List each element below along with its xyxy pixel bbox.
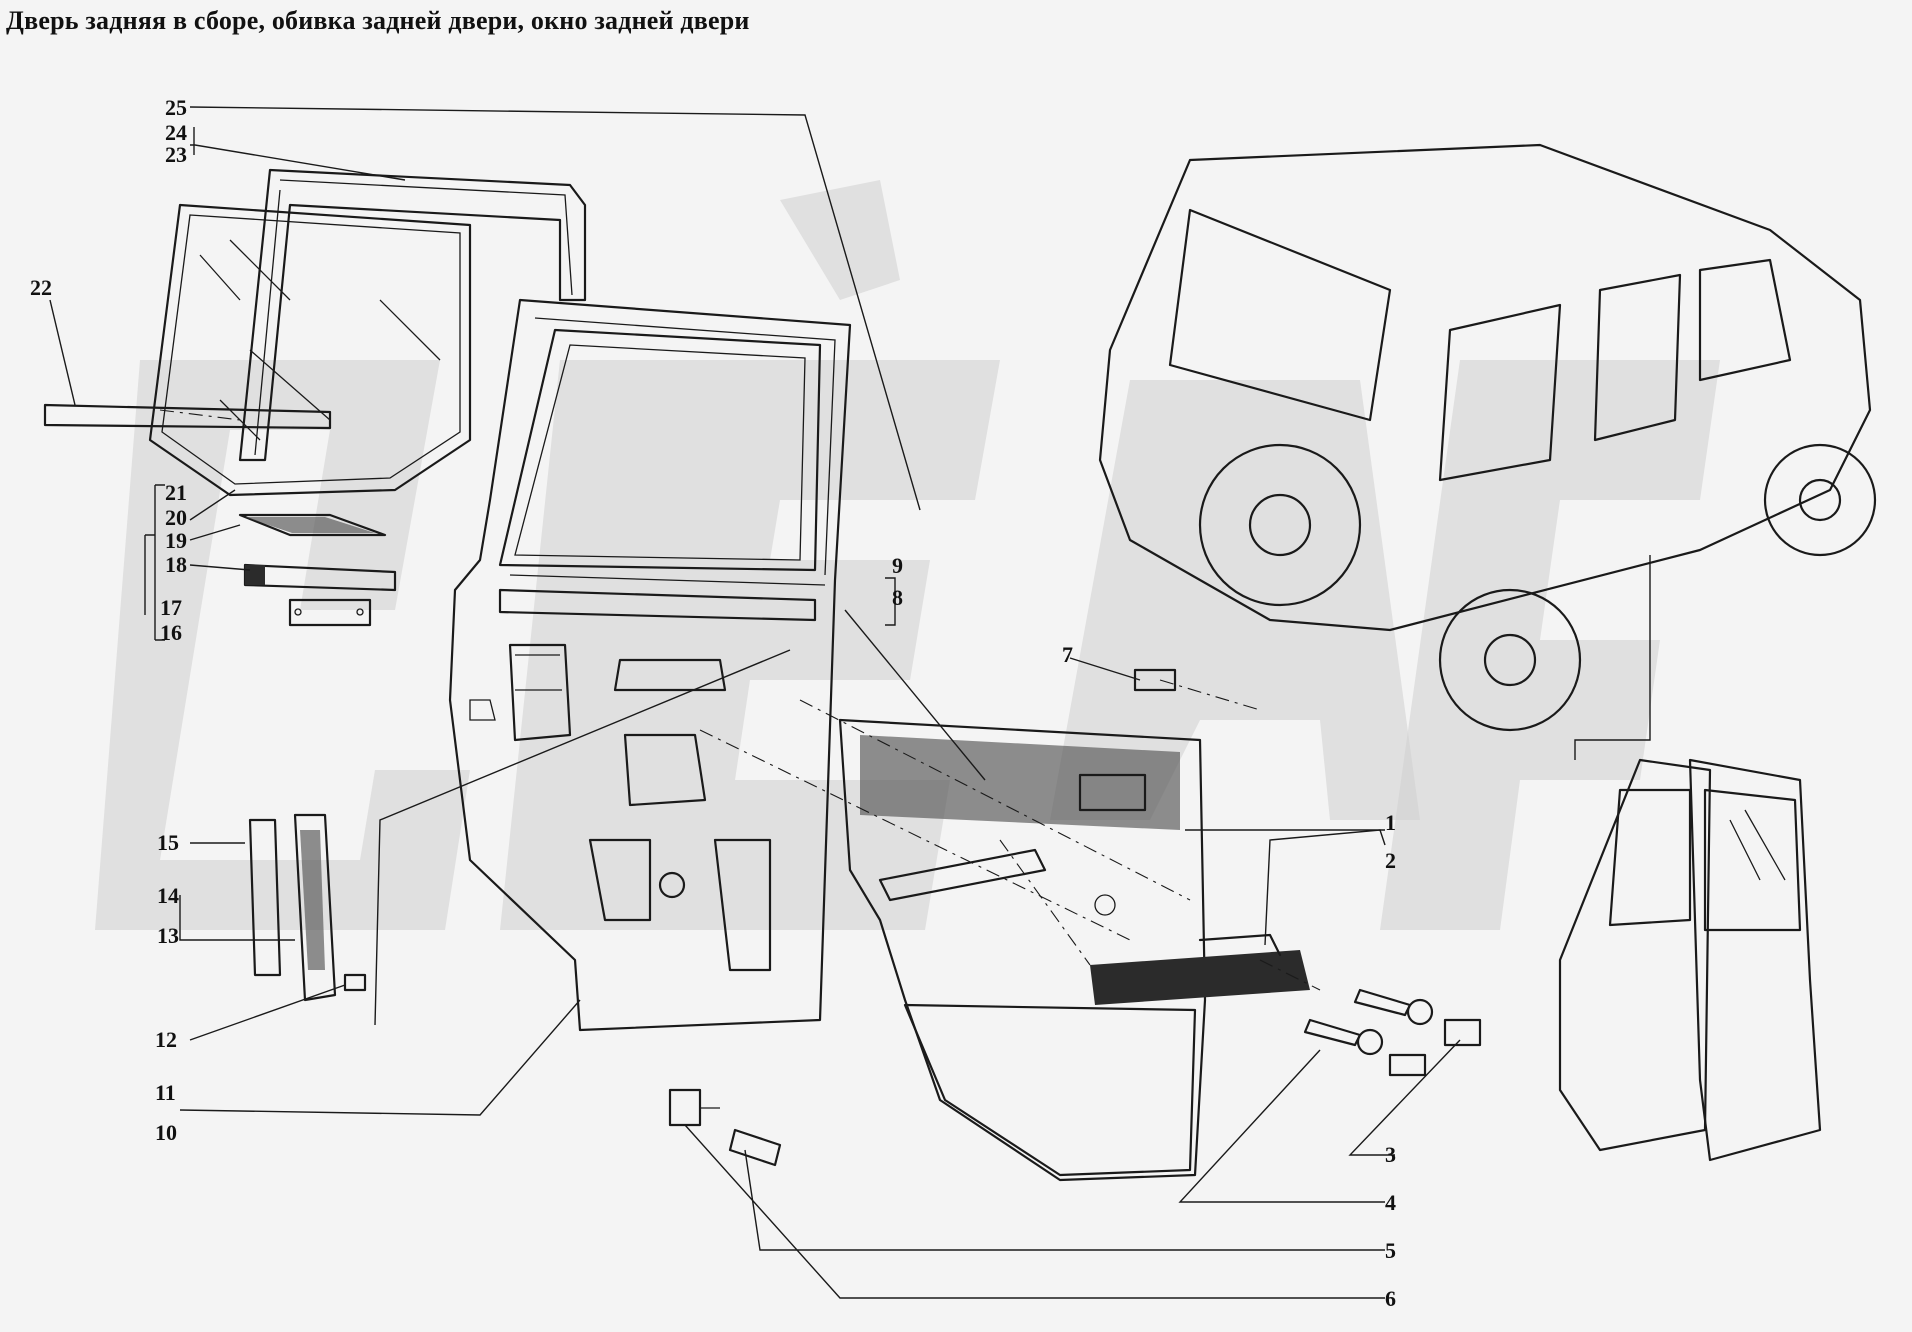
callout-17: 17 <box>160 595 182 620</box>
quarter-glass-parts <box>238 513 397 627</box>
guide-channel <box>248 813 337 1002</box>
callout-14: 14 <box>157 883 179 908</box>
callout-22: 22 <box>30 275 52 300</box>
callout-12: 12 <box>155 1027 177 1052</box>
callout-23: 23 <box>165 142 187 167</box>
callout-24: 24 <box>165 120 187 145</box>
inner-panel-trim <box>838 718 1207 1182</box>
callout-16: 16 <box>160 620 182 645</box>
watermark-logo <box>95 180 1720 930</box>
callout-1: 1 <box>1385 810 1396 835</box>
callout-labels: 25 24 23 22 21 20 19 18 17 16 15 14 13 1… <box>30 95 1396 1311</box>
assembly-lines <box>699 679 1321 991</box>
callout-20: 20 <box>165 505 187 530</box>
callout-19: 19 <box>165 528 187 553</box>
page-title: Дверь задняя в сборе, обивка задней двер… <box>6 6 750 35</box>
callout-18: 18 <box>165 552 187 577</box>
callout-11: 11 <box>155 1080 176 1105</box>
callout-9: 9 <box>892 553 903 578</box>
armrest <box>1090 933 1310 1005</box>
leader-lines <box>49 106 1651 1299</box>
door-open-view <box>1558 758 1822 1162</box>
callout-8: 8 <box>892 585 903 610</box>
callout-21: 21 <box>165 480 187 505</box>
callout-13: 13 <box>157 923 179 948</box>
belt-moulding <box>43 403 332 430</box>
callout-5: 5 <box>1385 1238 1396 1263</box>
callout-15: 15 <box>157 830 179 855</box>
callout-3: 3 <box>1385 1142 1396 1167</box>
callout-7: 7 <box>1062 642 1073 667</box>
door-frame-assembly <box>448 298 852 1032</box>
callout-25: 25 <box>165 95 187 120</box>
vehicle-view <box>1098 143 1877 732</box>
callout-4: 4 <box>1385 1190 1396 1215</box>
callout-6: 6 <box>1385 1286 1396 1311</box>
callout-10: 10 <box>155 1120 177 1145</box>
callout-2: 2 <box>1385 848 1396 873</box>
